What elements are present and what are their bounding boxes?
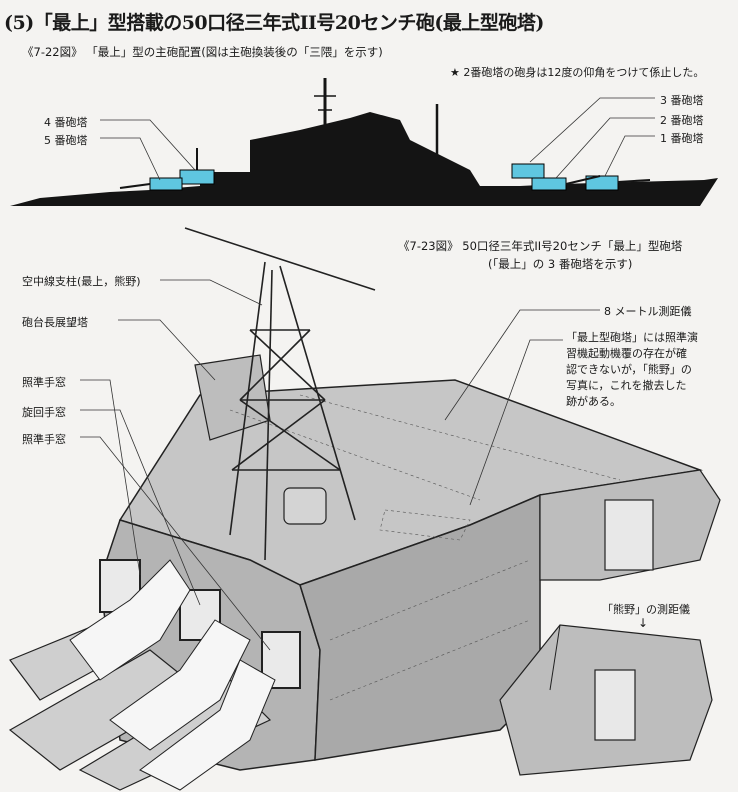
funnel xyxy=(365,140,399,186)
label-turret-1: 1 番砲塔 xyxy=(660,132,704,145)
label-turret-3: 3 番砲塔 xyxy=(660,94,704,107)
label-turret-5: 5 番砲塔 xyxy=(44,134,88,147)
gun-barrels-covered xyxy=(8,559,276,791)
turrets xyxy=(119,163,651,191)
canvas-cover xyxy=(109,619,251,751)
antenna-mast-drawing xyxy=(184,227,376,561)
label-commander-tower: 砲台長展望塔 xyxy=(22,316,88,329)
label-rangefinder: 8 メートル測距儀 xyxy=(604,305,692,318)
fig2-caption: 《7-23図》 50口径三年式II号20センチ「最上」型砲塔 xyxy=(398,238,682,254)
turret-2 xyxy=(531,177,567,191)
label-sight-window-2: 照準手窓 xyxy=(22,433,66,446)
leader-lines-fig2 xyxy=(80,279,600,651)
sight-window xyxy=(261,631,301,689)
rangefinder-eyepiece xyxy=(604,499,654,571)
turret-4 xyxy=(179,169,215,185)
kumano-rangefinder-drawing xyxy=(499,624,713,776)
note-line: 習機起動機覆の存在が確 xyxy=(566,347,687,360)
rangefinder-housing xyxy=(194,354,271,441)
label-turret-4: 4 番砲塔 xyxy=(44,116,88,129)
fig2-caption-text: 50口径三年式II号20センチ「最上」型砲塔 xyxy=(462,239,683,253)
gun-barrel xyxy=(119,183,151,189)
canvas-cover xyxy=(69,559,191,681)
label-traverse-window: 旋回手窓 xyxy=(22,406,66,419)
label-kumano-rangefinder: 「熊野」の測距儀 xyxy=(602,603,690,616)
gun-barrel xyxy=(617,179,651,183)
fig2-note: 「最上型砲塔」には照準演 習機起動機覆の存在が確 認できないが，「熊野」の 写真… xyxy=(566,330,726,410)
fig1-number: 《7-22図》 xyxy=(22,45,83,59)
canvas-cover xyxy=(139,659,276,791)
note-line: 写真に，これを撤去した xyxy=(566,379,687,392)
leader-lines-fig1 xyxy=(100,97,655,181)
turret-5 xyxy=(149,177,183,191)
label-sight-window-1: 照準手窓 xyxy=(22,376,66,389)
turret-1 xyxy=(585,175,619,191)
fig1-caption: 《7-22図》 「最上」型の主砲配置(図は主砲換装後の「三隈」を示す) xyxy=(22,44,383,60)
fig1-caption-text: 「最上」型の主砲配置(図は主砲換装後の「三隈」を示す) xyxy=(86,45,383,59)
fig1-note: ★ 2番砲塔の砲身は12度の仰角をつけて係止した。 xyxy=(450,66,705,79)
commander-cupola xyxy=(283,487,327,525)
turret-3 xyxy=(511,163,545,179)
label-antenna-mast: 空中線支柱(最上，熊野) xyxy=(22,275,141,288)
fig2-subcaption: (「最上」の 3 番砲塔を示す) xyxy=(488,257,633,271)
fig2-number: 《7-23図》 xyxy=(398,239,459,253)
aft-deckhouse xyxy=(200,172,260,186)
gun-barrel xyxy=(565,175,601,185)
note-line: 「最上型砲塔」には照準演 xyxy=(566,331,698,344)
note-line: 跡がある。 xyxy=(566,395,621,408)
label-turret-2: 2 番砲塔 xyxy=(660,114,704,127)
page-title: (5)「最上」型搭載の50口径三年式II号20センチ砲(最上型砲塔) xyxy=(4,12,544,34)
note-line: 認できないが，「熊野」の xyxy=(566,363,692,376)
arrow-down-icon: ↓ xyxy=(638,616,649,630)
